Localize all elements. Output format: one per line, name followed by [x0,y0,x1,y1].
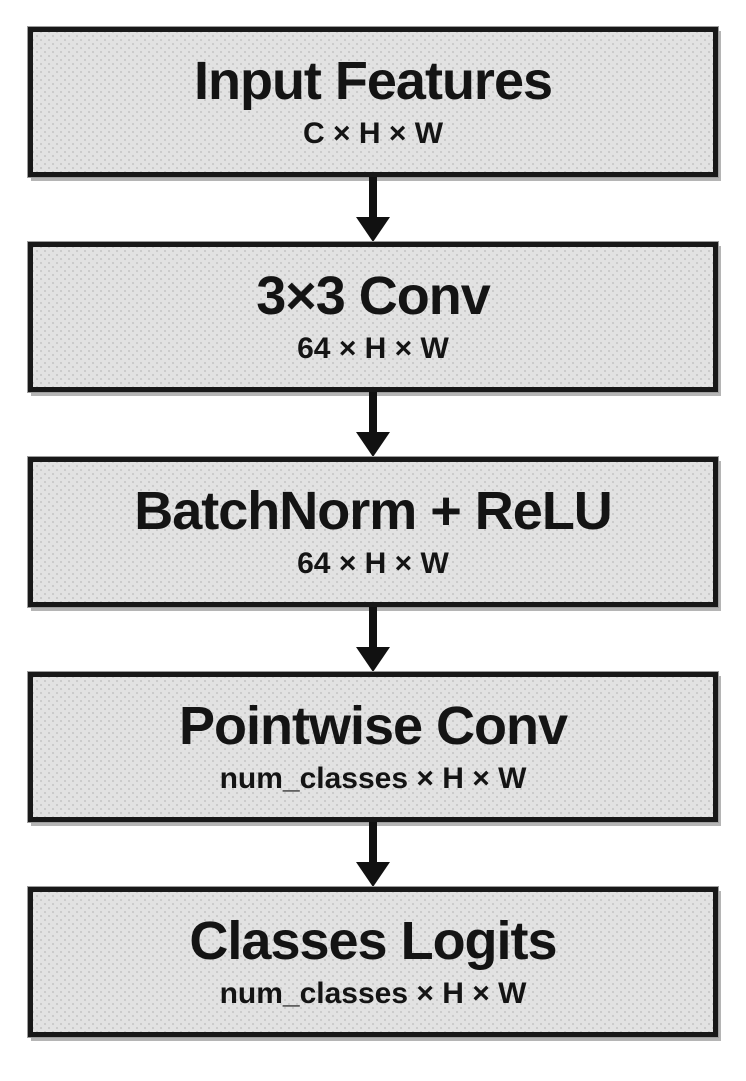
arrow-stem [369,607,377,648]
arrow-stem [369,177,377,218]
node-dimensions: num_classes × H × W [219,762,527,796]
arrow-head [356,432,390,457]
arrow-head [356,217,390,242]
arrow-down-icon [356,822,390,887]
arrow-stem [369,822,377,863]
node-pointwise-conv: Pointwise Conv num_classes × H × W [28,672,718,822]
node-dimensions: C × H × W [302,117,444,151]
node-title: 3×3 Conv [256,265,491,326]
node-dimensions: 64 × H × W [297,547,449,581]
arrow-down-icon [356,607,390,672]
node-3x3-conv: 3×3 Conv 64 × H × W [28,242,718,392]
arrow-head [356,862,390,887]
node-dimensions: num_classes × H × W [219,977,527,1011]
node-classes-logits: Classes Logits num_classes × H × W [28,887,718,1037]
node-dimensions: 64 × H × W [297,332,449,366]
node-title: Classes Logits [189,910,557,971]
arrow-head [356,647,390,672]
node-title: Input Features [193,50,553,111]
arrow-down-icon [356,177,390,242]
arrow-stem [369,392,377,433]
node-batchnorm-relu: BatchNorm + ReLU 64 × H × W [28,457,718,607]
arrow-down-icon [356,392,390,457]
node-input-features: Input Features C × H × W [28,27,718,177]
node-title: BatchNorm + ReLU [134,480,613,541]
node-title: Pointwise Conv [178,695,568,756]
